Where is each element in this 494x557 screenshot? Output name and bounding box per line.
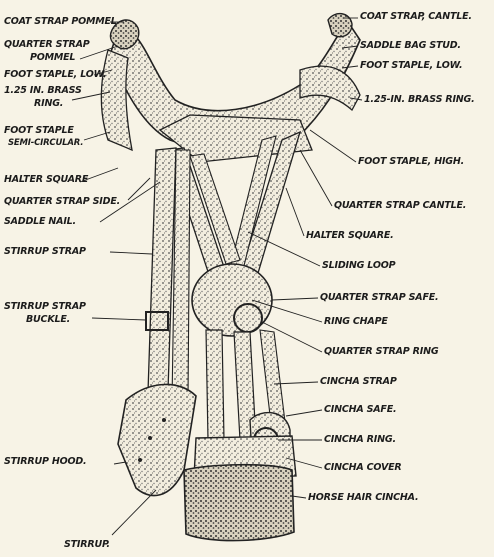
label-stirrup: STIRRUP.: [64, 540, 110, 550]
label-quarter-strap-pommel-line2: POMMEL: [30, 53, 75, 63]
label-stirrup-strap-buckle-line1: STIRRUP STRAP: [4, 302, 86, 312]
label-foot-staple-low-left: FOOT STAPLE, LOW.: [4, 70, 106, 80]
horse-hair-cincha: [184, 465, 294, 541]
label-cincha-ring: CINCHA RING.: [324, 435, 396, 445]
label-brass-ring-left-line1: 1.25 IN. BRASS: [4, 86, 82, 96]
label-quarter-strap-side: QUARTER STRAP SIDE.: [4, 197, 120, 207]
label-coat-strap-pommel: COAT STRAP POMMEL: [4, 17, 117, 27]
label-saddle-nail: SADDLE NAIL.: [4, 217, 76, 227]
label-cincha-cover: CINCHA COVER: [324, 463, 402, 473]
label-cincha-strap: CINCHA STRAP: [320, 377, 397, 387]
side-bar-left: [101, 50, 132, 150]
label-foot-staple-semicircular-line2: SEMI-CIRCULAR.: [8, 139, 83, 148]
cincha-strap-strip: [206, 330, 224, 440]
label-quarter-strap-safe: QUARTER STRAP SAFE.: [320, 293, 438, 303]
label-quarter-strap-pommel-line1: QUARTER STRAP: [4, 40, 90, 50]
label-horse-hair-cincha: HORSE HAIR CINCHA.: [308, 493, 418, 503]
label-brass-ring-right: 1.25-IN. BRASS RING.: [364, 95, 475, 105]
label-ring-chape: RING CHAPE: [324, 317, 388, 327]
label-brass-ring-left-line2: RING.: [34, 99, 63, 109]
label-sliding-loop: SLIDING LOOP: [322, 261, 395, 271]
label-quarter-strap-cantle: QUARTER STRAP CANTLE.: [334, 201, 466, 211]
label-foot-staple-low-right: FOOT STAPLE, LOW.: [360, 61, 462, 71]
label-stirrup-hood: STIRRUP HOOD.: [4, 457, 86, 467]
label-foot-staple-semicircular-line1: FOOT STAPLE: [4, 126, 74, 136]
label-stirrup-strap: STIRRUP STRAP: [4, 247, 86, 257]
stirrup-strap-strip: [148, 148, 176, 392]
label-cincha-safe: CINCHA SAFE.: [324, 405, 396, 415]
label-coat-strap-cantle: COAT STRAP, CANTLE.: [360, 12, 472, 22]
label-foot-staple-high: FOOT STAPLE, HIGH.: [358, 157, 464, 167]
label-halter-square-left: HALTER SQUARE: [4, 175, 88, 185]
label-saddle-bag-stud: SADDLE BAG STUD.: [360, 41, 461, 51]
label-stirrup-strap-buckle-line2: BUCKLE.: [26, 315, 70, 325]
label-halter-square-right: HALTER SQUARE.: [306, 231, 394, 241]
cantle: [328, 14, 352, 37]
label-quarter-strap-ring: QUARTER STRAP RING: [324, 347, 438, 357]
